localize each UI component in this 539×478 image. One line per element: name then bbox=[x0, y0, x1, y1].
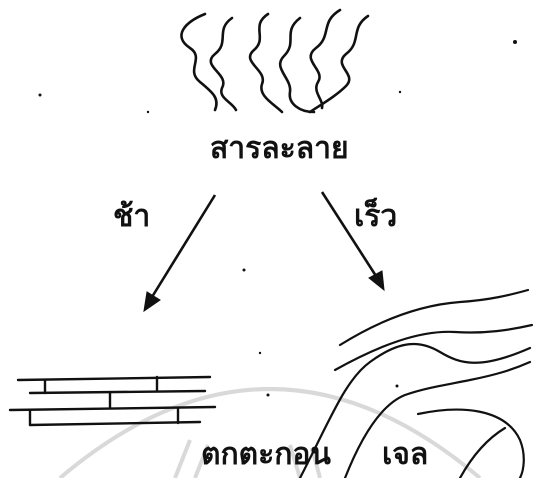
gel-label: เจล bbox=[382, 440, 428, 470]
slow-arrow bbox=[144, 195, 215, 311]
slow-label: ช้า bbox=[113, 202, 150, 232]
polymer-chains bbox=[181, 10, 368, 112]
solution-label: สารละลาย bbox=[210, 134, 349, 164]
fast-label: เร็ว bbox=[354, 202, 397, 232]
polymer-chain bbox=[280, 18, 314, 112]
precipitate-label: ตกตะกอน bbox=[201, 440, 331, 470]
precipitate-structure bbox=[10, 377, 215, 425]
polymer-chain bbox=[250, 14, 282, 112]
specks bbox=[39, 40, 518, 397]
